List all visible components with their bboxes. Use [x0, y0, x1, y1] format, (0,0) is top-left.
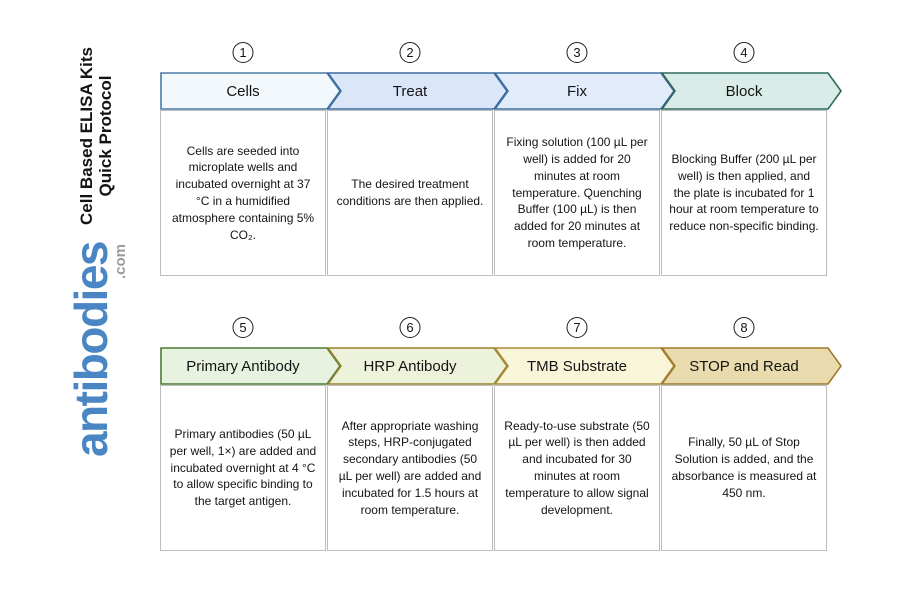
step-arrow: [493, 347, 675, 385]
step-column-2: 2 Treat The desired treatment conditions…: [326, 42, 508, 282]
step-arrow-shape: [493, 347, 675, 385]
step-arrow: [660, 72, 842, 110]
step-arrow: [493, 72, 675, 110]
step-number: 8: [740, 320, 748, 335]
step-label: Cells: [226, 82, 260, 100]
step-column-8: 8 STOP and Read Finally, 50 µL of Stop S…: [660, 317, 842, 557]
step-description: After appropriate washing steps, HRP-con…: [338, 418, 482, 517]
step-description-box: Finally, 50 µL of Stop Solution is added…: [661, 385, 827, 551]
page-title-line2: Quick Protocol: [96, 75, 115, 197]
step-description-box: Primary antibodies (50 µL per well, 1×) …: [160, 385, 326, 551]
step-label: Block: [725, 82, 763, 100]
step-number: 5: [239, 320, 247, 335]
step-description-box: The desired treatment conditions are the…: [327, 110, 493, 276]
brand-logo-suffix: .com: [111, 244, 129, 280]
step-label: Treat: [392, 82, 428, 100]
brand-logo-name: antibodies: [64, 242, 117, 458]
step-label: TMB Substrate: [526, 357, 628, 375]
step-number: 3: [573, 45, 581, 60]
step-arrow-shape: [660, 72, 842, 110]
step-arrow: [326, 72, 508, 110]
step-description: Primary antibodies (50 µL per well, 1×) …: [169, 427, 317, 509]
step-description-box: Fixing solution (100 µL per well) is add…: [494, 110, 660, 276]
step-label: HRP Antibody: [363, 357, 457, 375]
step-description: Finally, 50 µL of Stop Solution is added…: [671, 435, 817, 500]
step-number-badge: 4: [733, 42, 755, 63]
step-number-badge: 6: [399, 317, 421, 338]
step-number: 4: [740, 45, 748, 60]
step-column-4: 4 Block Blocking Buffer (200 µL per well…: [660, 42, 842, 282]
step-number-badge: 1: [232, 42, 254, 63]
step-number: 2: [406, 45, 414, 60]
step-arrow-shape: [493, 72, 675, 110]
step-arrow-shape: [160, 72, 341, 110]
step-number-badge: 3: [566, 42, 588, 63]
step-arrow: [660, 347, 842, 385]
step-column-3: 3 Fix Fixing solution (100 µL per well) …: [493, 42, 675, 282]
protocol-row-2: 5 Primary Antibody Primary antibodies (5…: [160, 317, 850, 557]
step-label: Fix: [567, 82, 587, 100]
step-number-badge: 2: [399, 42, 421, 63]
step-arrow-shape: [326, 347, 508, 385]
step-arrow: [326, 347, 508, 385]
step-number: 6: [406, 320, 414, 335]
protocol-row-1: 1 Cells Cells are seeded into microplate…: [160, 42, 850, 282]
step-description: Ready-to-use substrate (50 µL per well) …: [504, 418, 650, 517]
step-description-box: Ready-to-use substrate (50 µL per well) …: [494, 385, 660, 551]
page-title-line1: Cell Based ELISA Kits: [77, 47, 96, 225]
step-number: 1: [239, 45, 247, 60]
step-column-6: 6 HRP Antibody After appropriate washing…: [326, 317, 508, 557]
step-description-box: Blocking Buffer (200 µL per well) is the…: [661, 110, 827, 276]
step-description: Blocking Buffer (200 µL per well) is the…: [669, 152, 819, 234]
step-description: The desired treatment conditions are the…: [336, 177, 484, 208]
step-column-1: 1 Cells Cells are seeded into microplate…: [160, 42, 341, 282]
step-description: Cells are seeded into microplate wells a…: [171, 143, 315, 242]
step-column-5: 5 Primary Antibody Primary antibodies (5…: [160, 317, 341, 557]
step-column-7: 7 TMB Substrate Ready-to-use substrate (…: [493, 317, 675, 557]
step-arrow: [160, 347, 341, 385]
step-description-box: After appropriate washing steps, HRP-con…: [327, 385, 493, 551]
step-number-badge: 8: [733, 317, 755, 338]
step-number-badge: 7: [566, 317, 588, 338]
step-label: Primary Antibody: [186, 357, 300, 375]
step-arrow: [160, 72, 341, 110]
step-description-box: Cells are seeded into microplate wells a…: [160, 110, 326, 276]
step-label: STOP and Read: [689, 357, 799, 375]
brand-logo: antibodies .com: [64, 242, 129, 492]
step-number: 7: [573, 320, 581, 335]
page-title: Cell Based ELISA Kits Quick Protocol: [75, 38, 117, 234]
step-number-badge: 5: [232, 317, 254, 338]
step-arrow-shape: [326, 72, 508, 110]
step-description: Fixing solution (100 µL per well) is add…: [506, 135, 648, 250]
step-arrow-shape: [160, 347, 341, 385]
step-arrow-shape: [660, 347, 842, 385]
